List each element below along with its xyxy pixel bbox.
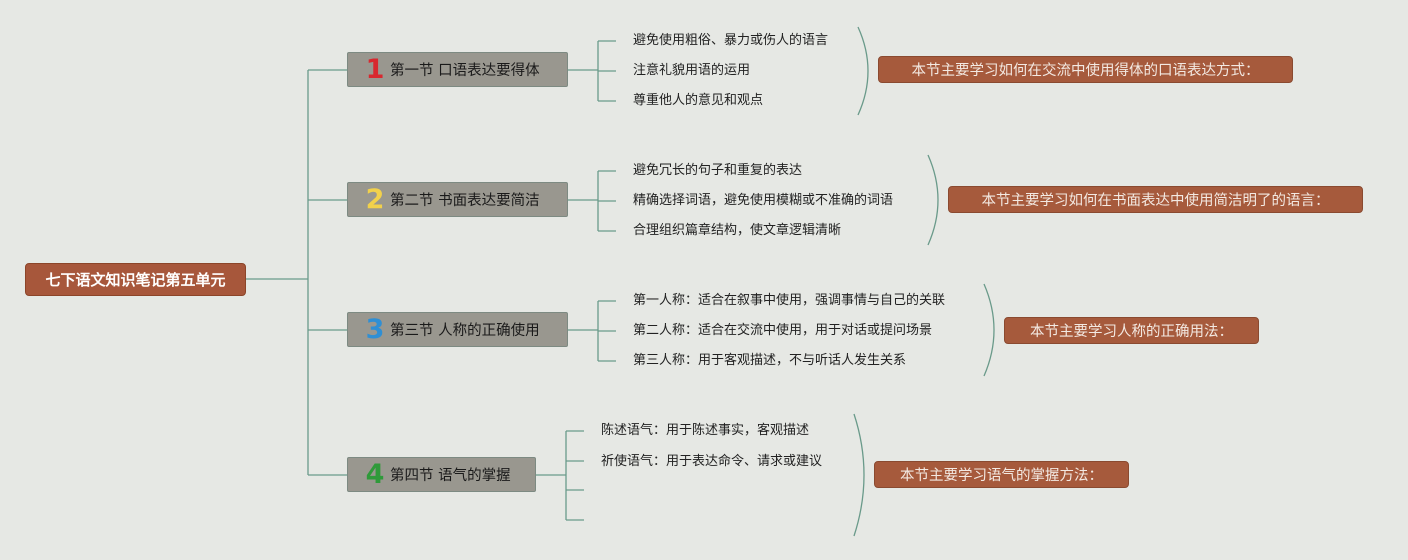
summary-text: 本节主要学习语气的掌握方法： (900, 468, 1103, 484)
section-number: 3 (365, 314, 385, 345)
summary-text: 本节主要学习如何在交流中使用得体的口语表达方式： (911, 63, 1260, 79)
summary-text: 本节主要学习人称的正确用法： (1030, 324, 1233, 340)
summary-brace (927, 154, 939, 246)
section-title: 第三节 人称的正确使用 (390, 323, 540, 339)
summary-brace (983, 283, 995, 377)
leaf-item[interactable]: 第二人称：适合在交流中使用，用于对话或提问场景 (633, 323, 933, 338)
root-title: 七下语文知识笔记第五单元 (45, 271, 226, 289)
section-title: 第四节 语气的掌握 (390, 468, 511, 484)
summary-node-4[interactable]: 本节主要学习语气的掌握方法： (874, 461, 1129, 488)
summary-node-1[interactable]: 本节主要学习如何在交流中使用得体的口语表达方式： (878, 56, 1293, 83)
leaf-item[interactable]: 精确选择词语，避免使用模糊或不准确的词语 (633, 193, 894, 208)
section-title: 第二节 书面表达要简洁 (390, 193, 540, 209)
summary-brace (853, 413, 865, 537)
section-number: 1 (365, 54, 385, 85)
leaf-item[interactable]: 祈使语气：用于表达命令、请求或建议 (601, 454, 823, 469)
summary-text: 本节主要学习如何在书面表达中使用简洁明了的语言： (981, 193, 1330, 209)
leaf-item[interactable]: 陈述语气：用于陈述事实，客观描述 (601, 423, 810, 438)
leaf-item[interactable]: 避免冗长的句子和重复的表达 (633, 163, 803, 178)
section-node-4[interactable]: 4 第四节 语气的掌握 (347, 457, 536, 492)
leaf-item[interactable]: 尊重他人的意见和观点 (633, 93, 764, 108)
root-node[interactable]: 七下语文知识笔记第五单元 (25, 263, 246, 296)
section-node-1[interactable]: 1 第一节 口语表达要得体 (347, 52, 568, 87)
summary-node-3[interactable]: 本节主要学习人称的正确用法： (1004, 317, 1259, 344)
summary-node-2[interactable]: 本节主要学习如何在书面表达中使用简洁明了的语言： (948, 186, 1363, 213)
leaf-item[interactable]: 避免使用粗俗、暴力或伤人的语言 (633, 33, 829, 48)
summary-brace (857, 26, 869, 116)
leaf-item[interactable]: 第一人称：适合在叙事中使用，强调事情与自己的关联 (633, 293, 946, 308)
leaf-item[interactable]: 注意礼貌用语的运用 (633, 63, 751, 78)
leaf-item[interactable]: 合理组织篇章结构，使文章逻辑清晰 (633, 223, 842, 238)
section-node-3[interactable]: 3 第三节 人称的正确使用 (347, 312, 568, 347)
section-number: 4 (365, 459, 385, 490)
leaf-item[interactable]: 第三人称：用于客观描述，不与听话人发生关系 (633, 353, 907, 368)
section-title: 第一节 口语表达要得体 (390, 63, 540, 79)
section-number: 2 (365, 184, 385, 215)
section-node-2[interactable]: 2 第二节 书面表达要简洁 (347, 182, 568, 217)
